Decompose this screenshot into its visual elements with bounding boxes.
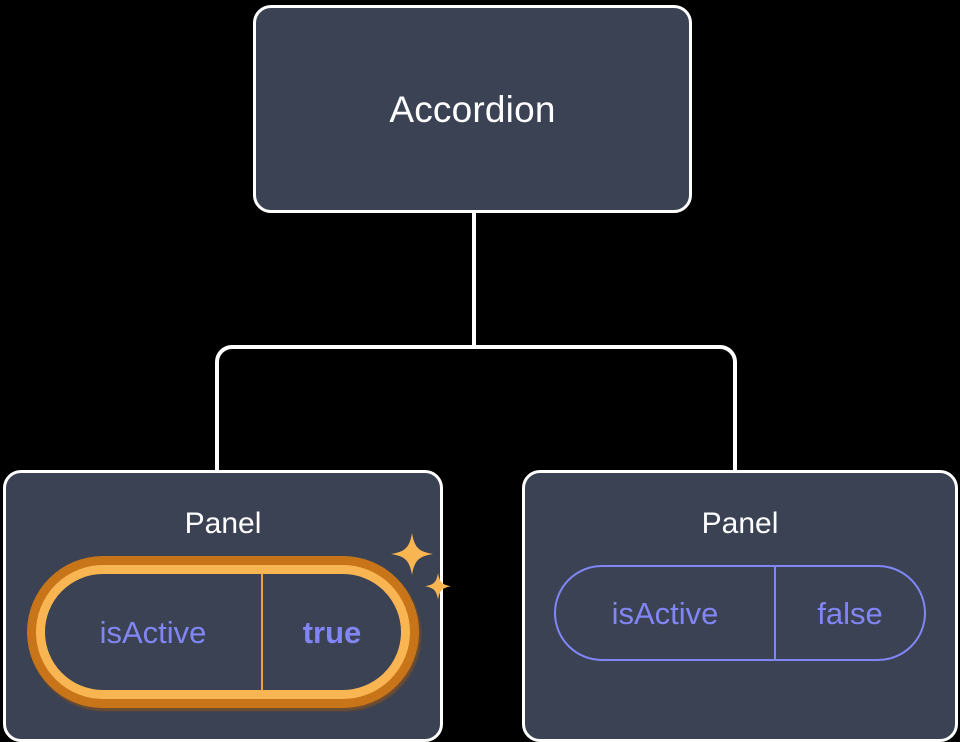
tree-node-accordion[interactable]: Accordion (253, 5, 692, 213)
prop-key: isActive (556, 567, 776, 659)
prop-value: true (302, 614, 362, 650)
node-title: Panel (701, 507, 779, 540)
sparkle-large-icon (391, 533, 433, 575)
sparkle-small-icon (424, 573, 452, 600)
node-title: Accordion (389, 88, 556, 130)
prop-pill-default[interactable]: isActive false (554, 565, 926, 661)
node-title: Panel (184, 507, 262, 540)
connector-branch-right (474, 345, 737, 472)
prop-pill-wrapper: isActive false (554, 565, 926, 661)
prop-value: false (817, 595, 883, 631)
tree-node-panel-active[interactable]: Panel isActive true (3, 470, 452, 742)
prop-pill-highlighted[interactable]: isActive true (36, 565, 410, 699)
prop-pill-wrapper: isActive true (36, 533, 452, 699)
prop-key: isActive (45, 574, 263, 690)
tree-node-panel-inactive[interactable]: Panel isActive false (522, 470, 958, 742)
connector-branch-left (215, 345, 474, 472)
